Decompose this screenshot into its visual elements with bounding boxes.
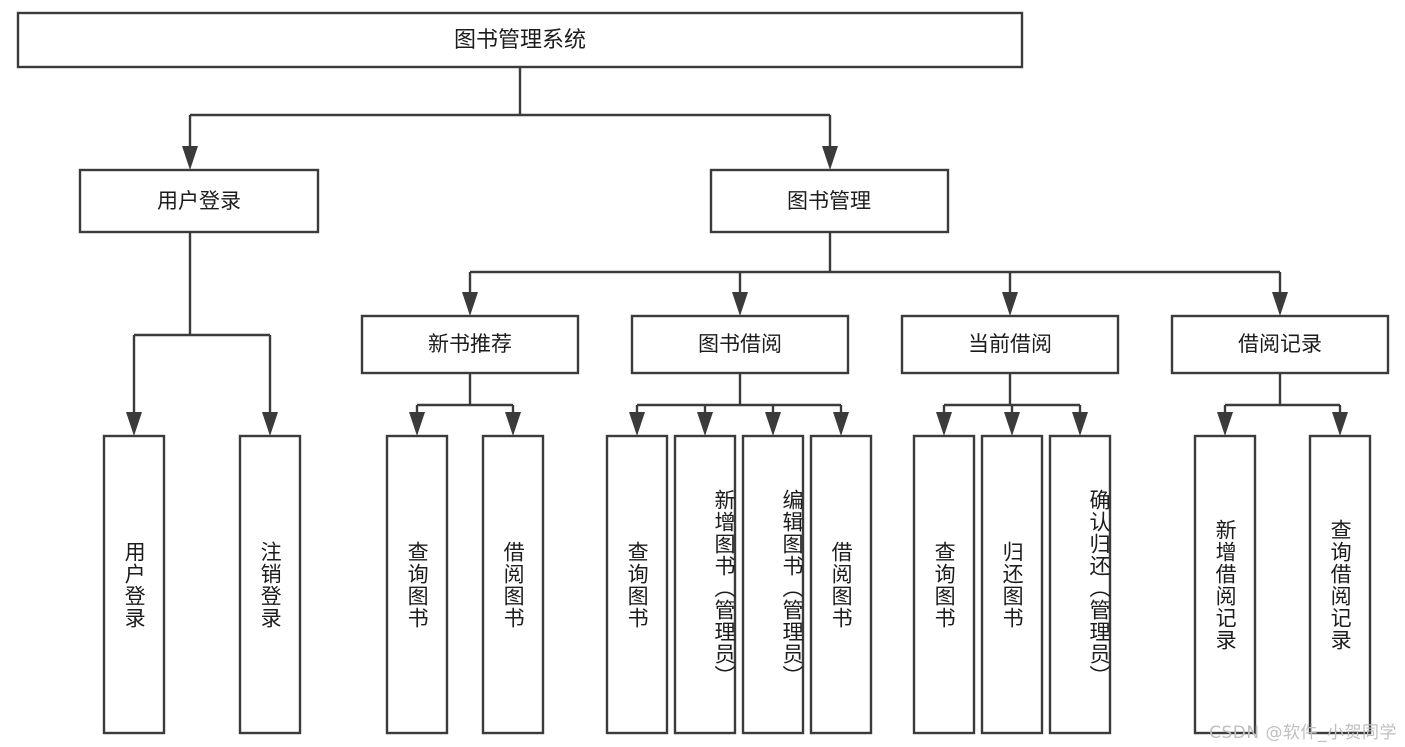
- arrow-head-leaf-logout: [262, 412, 278, 436]
- node-new-book-rec-box[interactable]: [360, 314, 580, 375]
- node-leaf-query-book-2-box[interactable]: [605, 434, 669, 735]
- arrow-head-current-borrow: [1002, 292, 1018, 316]
- node-user-login-label: 用户登录: [157, 189, 241, 213]
- node-leaf-borrow-book-2-box[interactable]: [809, 434, 873, 735]
- node-borrow-record-label: 借阅记录: [1238, 332, 1322, 356]
- arrow-head-leaf-query-book-3: [936, 412, 952, 436]
- node-new-book-rec[interactable]: 新书推荐: [360, 314, 580, 375]
- arrow-head-user-login: [182, 146, 198, 170]
- node-leaf-borrow-book-1-box[interactable]: [481, 434, 545, 735]
- node-leaf-return-book-box[interactable]: [980, 434, 1044, 735]
- nodes-group: 图书管理系统 用户登录 图书管理 新书推荐 图书借阅 当前: [16, 11, 1390, 735]
- arrow-head-leaf-borrow-book-1: [505, 412, 521, 436]
- node-book-manage-box[interactable]: [709, 168, 950, 234]
- node-new-book-rec-label: 新书推荐: [428, 332, 512, 356]
- arrow-head-leaf-query-book-2: [629, 412, 645, 436]
- node-root-label: 图书管理系统: [454, 28, 586, 53]
- node-root[interactable]: 图书管理系统: [16, 11, 1024, 69]
- node-leaf-add-record-box[interactable]: [1193, 434, 1257, 735]
- arrow-head-leaf-return-book: [1004, 412, 1020, 436]
- node-user-login[interactable]: 用户登录: [78, 168, 320, 234]
- connectors-group: [126, 67, 1348, 436]
- node-leaf-user-login-box[interactable]: [102, 434, 166, 735]
- node-leaf-add-book-box[interactable]: [673, 434, 737, 735]
- arrow-head-new-book-rec: [462, 292, 478, 316]
- node-user-login-box[interactable]: [78, 168, 320, 234]
- node-leaf-confirm-return-box[interactable]: [1048, 434, 1112, 735]
- node-book-borrow-label: 图书借阅: [698, 332, 782, 356]
- node-leaf-query-record-box[interactable]: [1308, 434, 1372, 735]
- node-current-borrow-box[interactable]: [900, 314, 1120, 375]
- arrow-head-leaf-add-record: [1217, 412, 1233, 436]
- node-borrow-record[interactable]: 借阅记录: [1170, 314, 1390, 375]
- node-root-box[interactable]: [16, 11, 1024, 69]
- node-borrow-record-box[interactable]: [1170, 314, 1390, 375]
- arrow-head-leaf-query-book-1: [409, 412, 425, 436]
- node-book-manage[interactable]: 图书管理: [709, 168, 950, 234]
- arrow-head-leaf-confirm-return: [1072, 412, 1088, 436]
- arrow-head-leaf-user-login: [126, 412, 142, 436]
- node-leaf-edit-book-box[interactable]: [741, 434, 805, 735]
- node-leaf-query-book-1-box[interactable]: [385, 434, 449, 735]
- node-current-borrow[interactable]: 当前借阅: [900, 314, 1120, 375]
- node-leaf-query-book-3-box[interactable]: [912, 434, 976, 735]
- node-leaf-logout-box[interactable]: [238, 434, 302, 735]
- arrow-head-leaf-borrow-book-2: [833, 412, 849, 436]
- arrow-head-book-borrow: [732, 292, 748, 316]
- arrow-head-leaf-query-record: [1332, 412, 1348, 436]
- node-current-borrow-label: 当前借阅: [968, 332, 1052, 356]
- arrow-head-book-manage: [822, 146, 838, 170]
- arrow-head-leaf-edit-book: [765, 412, 781, 436]
- node-book-borrow[interactable]: 图书借阅: [630, 314, 850, 375]
- arrow-head-borrow-record: [1272, 292, 1288, 316]
- node-book-manage-label: 图书管理: [787, 189, 871, 213]
- arrow-head-leaf-add-book: [697, 412, 713, 436]
- node-book-borrow-box[interactable]: [630, 314, 850, 375]
- csdn-watermark: CSDN @软件_小贺同学: [1209, 723, 1397, 743]
